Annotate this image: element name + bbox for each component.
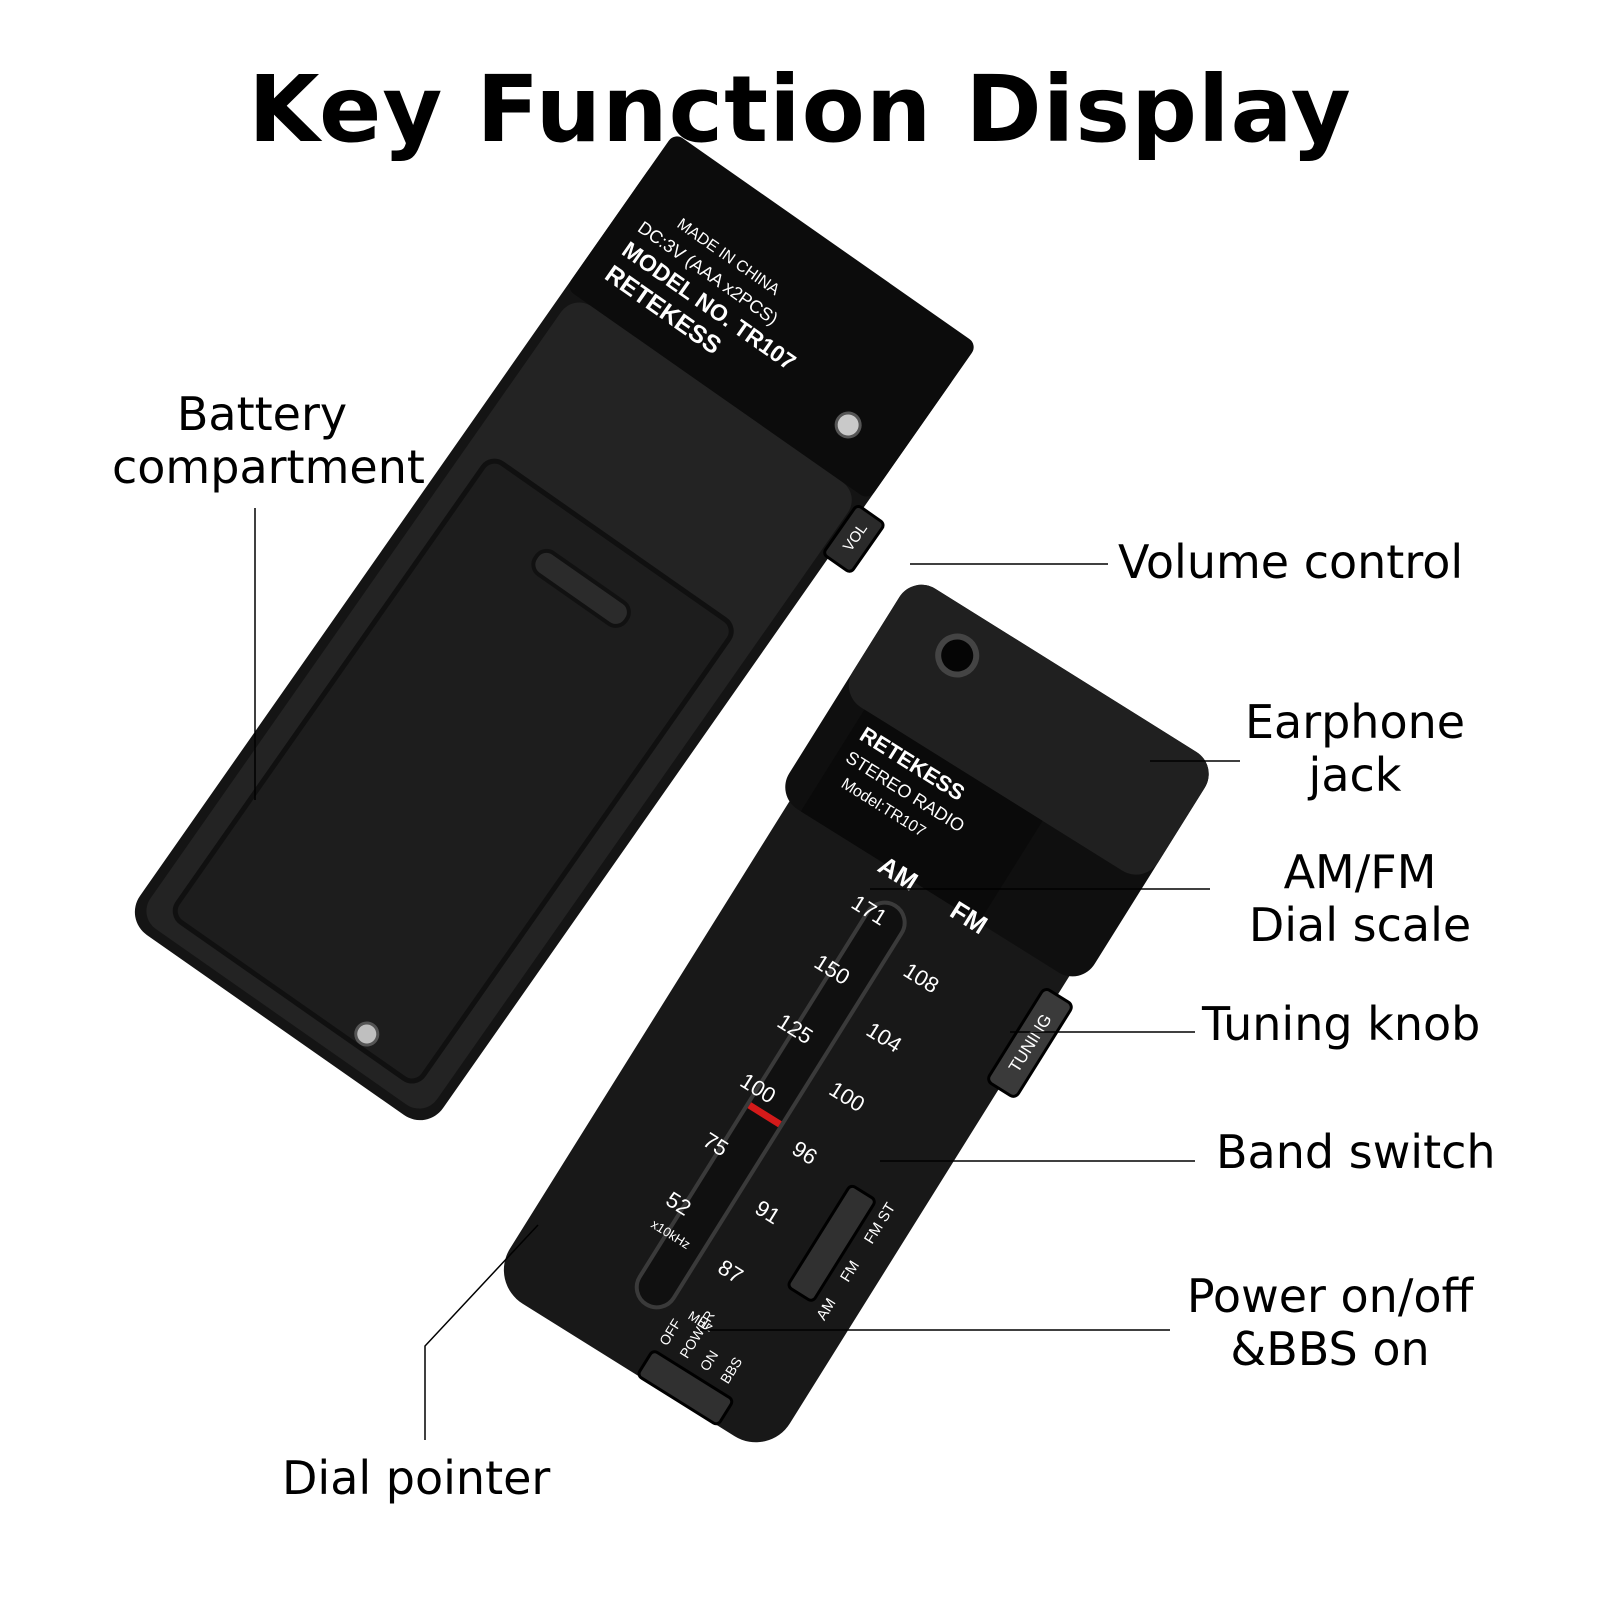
callout-power-line2: &BBS on: [1230, 1322, 1430, 1376]
battery-door: [172, 458, 734, 1084]
callout-dial-scale-line1: AM/FM: [1283, 845, 1437, 899]
radio-front: RETEKESS STEREO RADIO Model:TR107 TUNING…: [503, 584, 1209, 1443]
callout-earphone-line1: Earphone: [1244, 695, 1466, 749]
screw-top: [834, 411, 862, 439]
front-label-panel: [800, 709, 1043, 923]
leader-lines: [254, 508, 1240, 1440]
callout-dial-pointer: Dial pointer: [282, 1451, 551, 1505]
callout-battery-compartment: Battery compartment: [112, 387, 425, 494]
screw-bottom: [354, 1021, 380, 1047]
volume-wheel: [823, 505, 885, 573]
dial-pointer: [747, 1102, 782, 1128]
callout-dial-scale-line2: Dial scale: [1248, 898, 1472, 952]
callout-dial-scale: AM/FM Dial scale: [1240, 846, 1480, 952]
power-switch: [637, 1350, 734, 1426]
callout-earphone-jack: Earphone jack: [1240, 696, 1470, 802]
radio-back: RETEKESS MODEL NO. TR107 DC:3V (AAA x2PC…: [134, 136, 974, 1121]
callout-battery-line2: compartment: [112, 440, 425, 494]
callout-pointer-line1: Dial pointer: [282, 1451, 551, 1505]
page-title: Key Function Display: [248, 56, 1352, 163]
callout-power-line1: Power on/off: [1186, 1269, 1474, 1323]
dial-window: [634, 900, 907, 1310]
callout-tuning-knob: Tuning knob: [1202, 998, 1502, 1051]
leader-pointer: [424, 1224, 539, 1440]
callout-volume-line1: Volume control: [1118, 535, 1464, 589]
callout-earphone-line2: jack: [1308, 748, 1402, 802]
callout-volume-control: Volume control: [1118, 536, 1478, 589]
callout-battery-line1: Battery: [176, 387, 348, 441]
earphone-jack: [935, 633, 980, 678]
battery-door-grip: [531, 548, 631, 628]
callout-tuning-line1: Tuning knob: [1202, 997, 1481, 1051]
tuning-knob: [987, 988, 1073, 1098]
radio-back-top-block: [569, 136, 974, 497]
callout-band-switch: Band switch: [1216, 1126, 1506, 1179]
band-switch: [787, 1184, 876, 1302]
callout-power-switch: Power on/off &BBS on: [1180, 1270, 1480, 1376]
callout-band-line1: Band switch: [1216, 1125, 1496, 1179]
